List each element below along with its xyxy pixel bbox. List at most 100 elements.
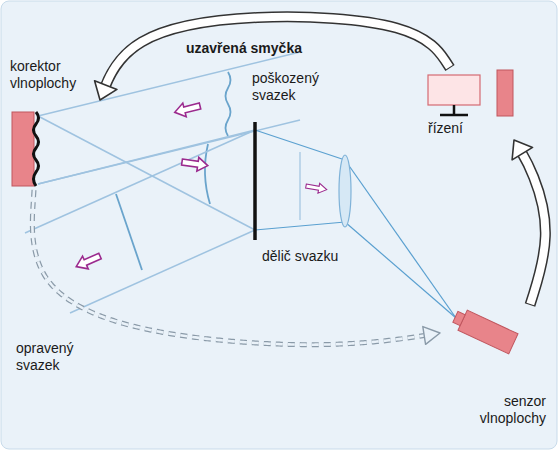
dash [145,329,152,330]
dash [67,299,73,303]
wavefront [299,152,300,220]
dash [77,305,83,308]
dash [348,341,355,346]
dash [50,282,55,287]
beam-splitter-node: dělič svazku [248,118,348,268]
dash [168,333,175,334]
dash [228,338,235,344]
dash [252,341,259,344]
dash [372,339,379,345]
beam-label: opravený svazek [14,340,100,374]
dash [32,238,36,245]
arrowhead [423,327,440,345]
dash [31,238,37,245]
dash [122,323,129,325]
dash [88,311,94,314]
wavefront [205,144,210,204]
dash [180,335,187,336]
dash [360,340,367,346]
dash [348,342,355,345]
dash [384,339,391,342]
dash [216,338,223,341]
dash [38,261,41,267]
dash [58,291,63,296]
dash [312,342,319,347]
dash [32,190,35,197]
dash [336,341,343,346]
dash [43,272,47,278]
dash [276,343,283,346]
diagram-title: uzavřená smyčka [186,40,302,56]
dash [407,337,414,338]
sensor-beam [255,130,456,318]
monitor-stand [453,105,456,114]
dash [240,341,247,344]
dash [180,335,187,336]
distorted-wavefront [226,72,231,136]
dash [30,214,35,221]
dash [360,341,367,344]
dash [35,250,37,257]
deformable-mirror [34,112,39,186]
dash [276,341,283,346]
dash [31,190,36,197]
arrow-outline [514,140,545,305]
dash [168,333,175,334]
node-label: korektor vlnoplochy [10,58,94,92]
dash [372,340,379,343]
dash [133,326,140,328]
dash [288,342,295,347]
dash [288,343,295,346]
dash [240,339,247,345]
dash [32,202,35,209]
dash [312,343,319,346]
dash [99,315,106,317]
computer-tower [497,70,513,116]
dash [38,261,41,267]
dash [30,202,35,209]
dash [336,343,343,346]
dash [145,329,152,330]
dash [228,340,235,343]
flat-wavefront [116,194,142,270]
control-computer: řízení [420,68,524,140]
dash [77,305,83,308]
node-label: dělič svazku [262,248,338,265]
dash [384,338,391,344]
arrowhead [512,140,532,160]
dash [30,226,35,233]
node-label: řízení [428,120,463,137]
direction-arrows [73,99,327,273]
dash [324,342,331,347]
dash [31,226,34,233]
dash [407,337,414,338]
wavefront-corrector: korektor vlnoplochy [4,56,100,190]
dashed-double-line [32,190,426,345]
dash [264,342,271,345]
node-label: senzor vlnoplochy [446,393,546,427]
monitor-base [440,114,468,117]
corrector-body [12,112,34,186]
dash [192,336,199,339]
dash [58,291,63,296]
monitor [428,75,480,105]
dash [264,341,271,346]
control-arrow [512,140,545,305]
beam-splitter [253,122,257,240]
lens [339,155,351,227]
dash [99,315,106,317]
sensor-camera [451,307,518,354]
dash [216,337,223,343]
dash [67,299,73,303]
dash [157,331,164,332]
dash [324,343,331,346]
dash [157,331,164,332]
beam-label: poškozený svazek [250,70,336,104]
corrected-beam [25,130,255,313]
dash [31,214,34,221]
feedback-link [32,190,440,345]
dash [50,282,55,287]
dash [88,311,94,314]
